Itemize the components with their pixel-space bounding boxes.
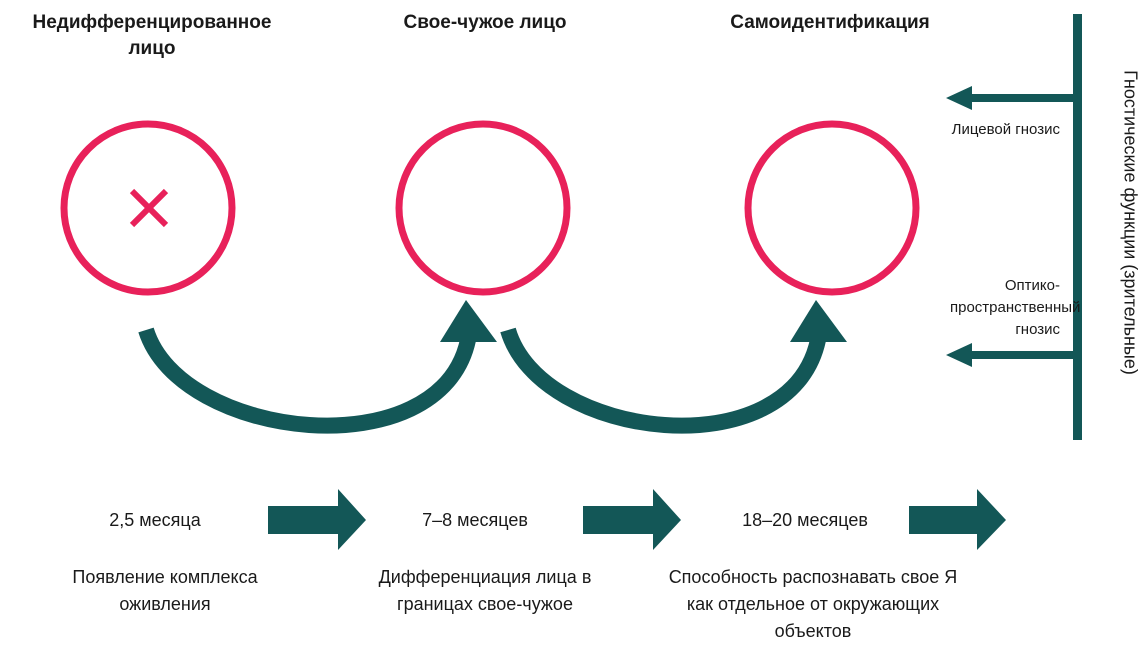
- stage-circle-2: [395, 120, 571, 296]
- function-label-facial: Лицевой гнозис: [951, 121, 1060, 138]
- stage-title-1: Недифференцированное лицо: [32, 12, 272, 59]
- stage-description-1: Появление комплекса оживления: [72, 567, 258, 614]
- stage-title-3: Самоидентификация: [730, 12, 930, 33]
- block-arrow-3: [909, 489, 1006, 550]
- cross-icon: [129, 188, 169, 228]
- curved-arrow-2: [500, 300, 847, 434]
- stage-circle-3: [744, 120, 920, 296]
- block-arrow-1: [268, 489, 366, 550]
- stage-circle-1: [60, 120, 236, 296]
- gnostic-bar: [946, 14, 1082, 440]
- stage-age-1: 2,5 месяца: [109, 510, 201, 530]
- functions-vertical-title: Гностические функции (зрительные): [1120, 70, 1141, 375]
- stage-description-2: Дифференциация лица в границах свое-чужо…: [378, 567, 592, 614]
- stage-age-3: 18–20 месяцев: [742, 510, 868, 530]
- stage-title-2: Свое-чужое лицо: [403, 12, 567, 33]
- block-arrow-2: [583, 489, 681, 550]
- curved-arrow-1: [138, 300, 497, 434]
- stage-age-2: 7–8 месяцев: [422, 510, 528, 530]
- stage-description-3: Способность распознавать свое Я как отде…: [668, 567, 958, 641]
- function-label-optical-spatial: Оптико-пространственный гнозис: [950, 277, 1081, 338]
